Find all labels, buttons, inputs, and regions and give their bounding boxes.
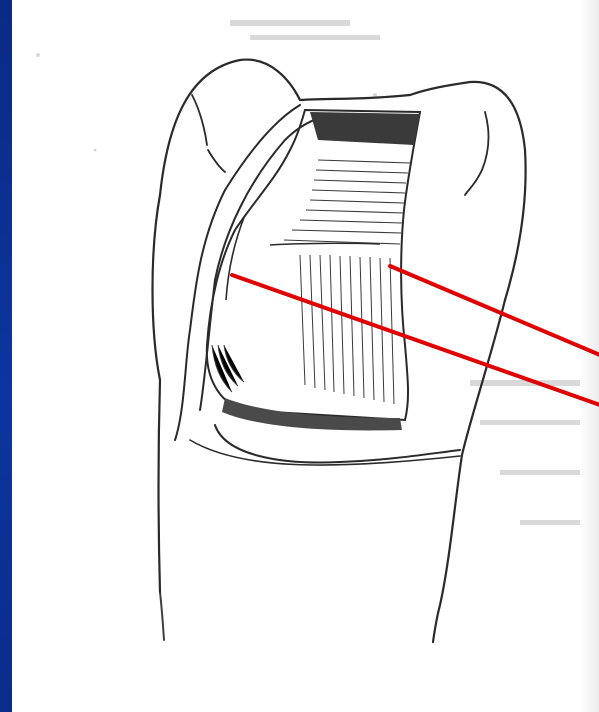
prepared-surface <box>207 110 420 430</box>
print-through-noise <box>36 20 580 525</box>
root-outline <box>160 592 164 640</box>
pointer-line-2 <box>232 275 599 405</box>
preparation-shoulder <box>175 105 460 465</box>
annotation-pointers <box>232 266 599 405</box>
tooth-outline <box>153 60 526 642</box>
